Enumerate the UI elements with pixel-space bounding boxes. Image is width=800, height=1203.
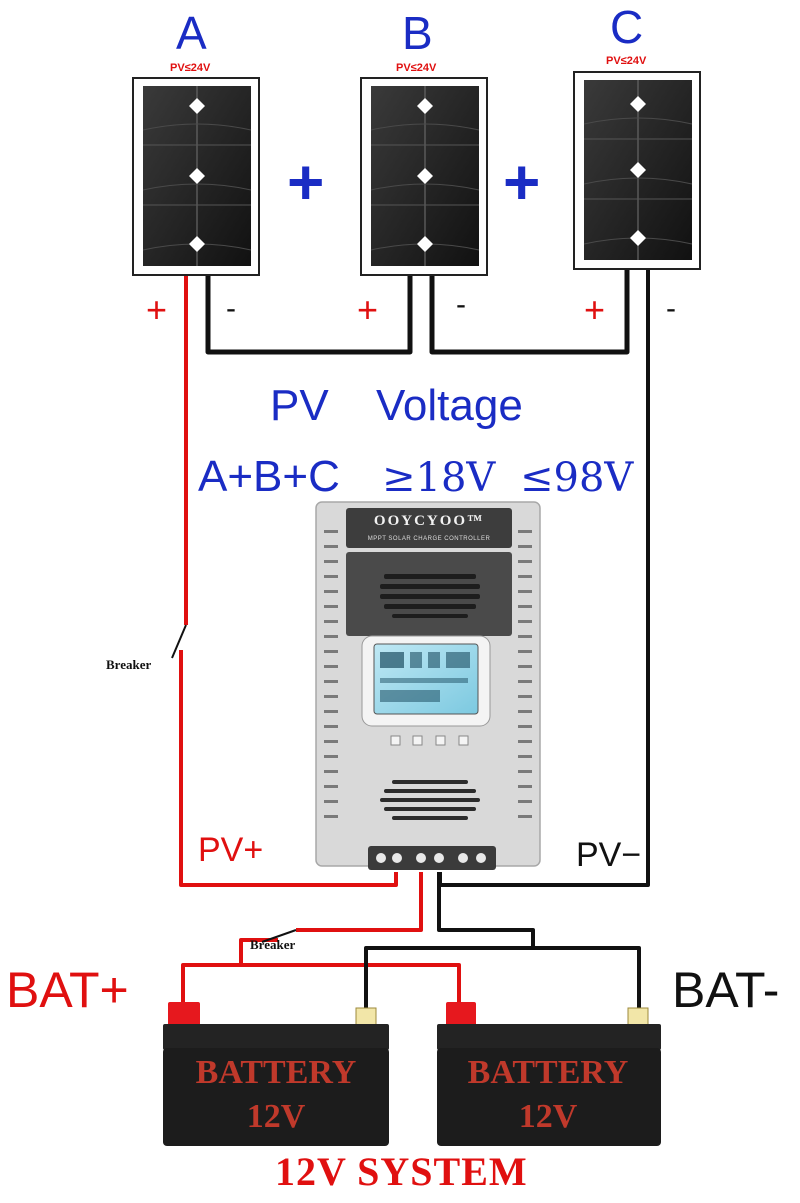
panel-a-rating: PV≤24V [170,62,211,74]
panel-c-plus: + [584,289,606,330]
controller-brand: OOYCYOO™ [373,513,485,529]
battery-left-voltage: 12V [246,1098,306,1135]
battery-positive-wire [181,872,461,1005]
pv-breaker-switch [171,624,187,659]
pv-voltage-formula: A+B+C [198,452,340,501]
lcd-display [361,635,491,727]
panel-a-minus: - [226,292,236,325]
panel-b-rating: PV≤24V [396,62,437,74]
solar-panel-c [573,71,701,270]
battery-right [437,1002,661,1146]
panel-a-plus: + [146,289,168,330]
panel-b-plus: + [357,289,379,330]
panel-b-minus: - [456,288,466,321]
pv-plus-label: PV+ [198,831,264,869]
battery-negative-wire [364,872,641,1008]
system-label: 12V SYSTEM [275,1149,528,1194]
pv-voltage-max: ≤98V [520,455,634,501]
pv-positive-wire [179,276,398,887]
bat-minus-label: BAT- [672,962,780,1018]
battery-right-label: BATTERY [467,1054,629,1091]
pv-voltage-min: ≥18V [382,455,496,501]
series-plus-bc: + [503,146,541,218]
battery-breaker-label: Breaker [250,937,296,952]
bottom-vent [380,780,480,820]
controller-subtitle: MPPT SOLAR CHARGE CONTROLLER [367,536,491,542]
battery-right-voltage: 12V [518,1098,578,1135]
battery-left [163,1002,389,1146]
panel-a-letter: A [176,7,207,59]
pv-minus-label: PV− [576,836,642,874]
controller-buttons [390,735,469,746]
bat-plus-label: BAT+ [6,962,129,1018]
side-vents [324,530,532,818]
panel-c-minus: - [666,292,676,325]
pv-voltage-word-pv: PV [270,381,329,430]
pv-breaker-label: Breaker [106,657,152,672]
series-plus-ab: + [287,146,325,218]
panel-c-rating: PV≤24V [606,55,647,67]
solar-panel-a [132,77,260,276]
series-wires [205,270,630,355]
panel-c-letter: C [610,1,644,53]
terminal-block [368,846,496,870]
solar-panel-b [360,77,488,276]
battery-breaker-switch [261,929,297,943]
battery-left-label: BATTERY [195,1054,357,1091]
panel-b-letter: B [402,7,433,59]
pv-voltage-word-voltage: Voltage [376,381,523,430]
